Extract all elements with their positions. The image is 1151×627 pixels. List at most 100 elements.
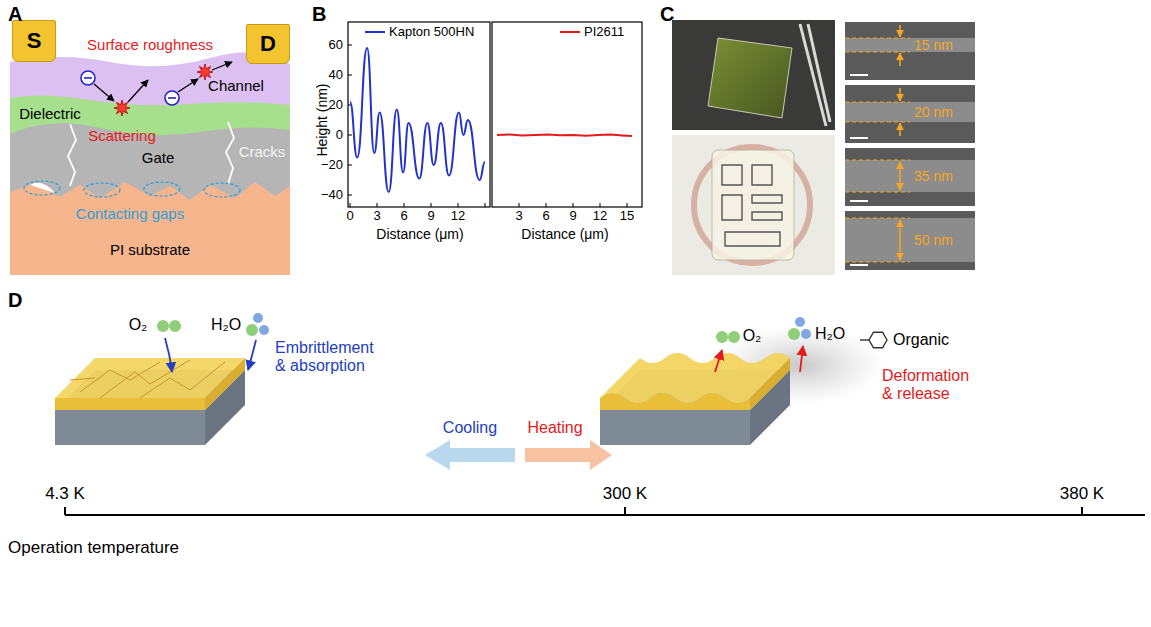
- legend-entry: Kapton 500HN: [389, 25, 474, 40]
- annotation-label-holder: Cracks: [239, 143, 286, 160]
- temperature-axis: [65, 507, 1145, 515]
- axis-tick-holder: 6: [400, 209, 407, 224]
- dielectric-layer: Dielectric: [19, 105, 81, 122]
- node-text: S: [27, 28, 42, 53]
- axis-tick-holder: 0: [336, 128, 343, 143]
- source-electrode: S: [12, 20, 56, 62]
- axis-tick-holder: 20: [329, 98, 343, 113]
- node-text: D: [260, 31, 276, 56]
- heated-film-block: [600, 317, 887, 445]
- axis-title: Distance (μm): [521, 226, 608, 242]
- axis-tick: 12: [451, 209, 465, 224]
- axis-title-holder: Distance (μm): [376, 226, 463, 242]
- axis-tick: 9: [427, 209, 434, 224]
- annotation-label: Cracks: [239, 143, 286, 160]
- axis-tick: −40: [321, 188, 343, 203]
- molecule-label-holder: H₂O: [211, 316, 241, 334]
- molecule-label-holder: O₂: [129, 316, 148, 334]
- axis-tick-holder: 9: [427, 209, 434, 224]
- temperature-label: 4.3 K: [45, 484, 85, 504]
- panel-letter-holder: C: [660, 3, 674, 26]
- height-profile-chart: [348, 22, 642, 207]
- thickness-label-holder: 15 nm: [914, 37, 953, 53]
- panel-letter: A: [8, 3, 22, 26]
- axis-tick: 60: [329, 38, 343, 53]
- process-label-holder: Heating: [527, 419, 582, 437]
- annotation-label-holder: Surface roughness: [87, 36, 213, 53]
- axis-tick: 20: [329, 98, 343, 113]
- axis-tick: 0: [336, 128, 343, 143]
- substrate-layer: PI substrate: [110, 241, 190, 258]
- node-text: PI substrate: [110, 241, 190, 258]
- thickness-label-holder: 35 nm: [914, 168, 953, 184]
- axis-tick-holder: 40: [329, 68, 343, 83]
- cooled-film-block: [55, 313, 269, 445]
- axis-title: Height (nm): [314, 83, 330, 156]
- temperature-label-holder: 380 K: [1060, 484, 1104, 504]
- axis-tick: 0: [346, 209, 353, 224]
- molecule-label: H₂O: [815, 325, 845, 343]
- thickness-label: 15 nm: [914, 37, 953, 53]
- axis-title-holder: Operation temperature: [8, 538, 179, 558]
- tem-cross-sections: [845, 22, 975, 270]
- axis-tick-holder: −40: [321, 188, 343, 203]
- axis-tick-holder: 0: [346, 209, 353, 224]
- process-label: Cooling: [443, 419, 497, 437]
- process-label: Deformation & release: [882, 367, 980, 404]
- temperature-label-holder: 300 K: [603, 484, 647, 504]
- panel-letter: D: [8, 289, 22, 312]
- process-label-holder: Embrittlement & absorption: [275, 339, 385, 376]
- axis-tick-holder: 12: [451, 209, 465, 224]
- axis-tick-holder: 6: [542, 209, 549, 224]
- node-text: Gate: [142, 149, 175, 166]
- axis-title-holder: Height (nm): [314, 83, 330, 156]
- panel-letter: C: [660, 3, 674, 26]
- process-label: Embrittlement & absorption: [275, 339, 385, 376]
- annotation-label: Scattering: [88, 127, 156, 144]
- axis-tick: 3: [373, 209, 380, 224]
- axis-tick: 9: [569, 209, 576, 224]
- process-label: Heating: [527, 419, 582, 437]
- node-text: Channel: [208, 77, 264, 94]
- thickness-label: 50 nm: [914, 232, 953, 248]
- axis-tick: 6: [400, 209, 407, 224]
- axis-tick-holder: 15: [620, 209, 634, 224]
- axis-tick-holder: 9: [569, 209, 576, 224]
- axis-tick: −20: [321, 158, 343, 173]
- axis-tick: 6: [542, 209, 549, 224]
- legend-text: Kapton 500HN: [389, 25, 474, 40]
- molecule-label-holder: Organic: [893, 331, 949, 349]
- annotation-label: Surface roughness: [87, 36, 213, 53]
- axis-tick-holder: 3: [373, 209, 380, 224]
- temperature-label: 380 K: [1060, 484, 1104, 504]
- molecule-label-holder: H₂O: [815, 325, 845, 343]
- temperature-arrows: [425, 440, 612, 470]
- molecule-label-holder: O₂: [743, 327, 762, 345]
- axis-tick: 3: [515, 209, 522, 224]
- panel-letter-holder: D: [8, 289, 22, 312]
- legend-entry: PI2611: [584, 25, 624, 40]
- device-cross-section: [10, 52, 290, 275]
- axis-tick: 15: [620, 209, 634, 224]
- panel-letter-holder: B: [312, 3, 326, 26]
- panel-letter: B: [312, 3, 326, 26]
- gate-layer: Gate: [142, 149, 175, 166]
- process-label-holder: Deformation & release: [882, 367, 980, 404]
- axis-tick: 40: [329, 68, 343, 83]
- axis-title: Operation temperature: [8, 538, 179, 558]
- axis-tick-holder: 12: [593, 209, 607, 224]
- channel-layer: Channel: [208, 77, 264, 94]
- molecule-label: Organic: [893, 331, 949, 349]
- panel-letter-holder: A: [8, 3, 22, 26]
- node-text: Dielectric: [19, 105, 81, 122]
- annotation-label-holder: Scattering: [88, 127, 156, 144]
- axis-tick-holder: 3: [515, 209, 522, 224]
- thickness-label-holder: 20 nm: [914, 104, 953, 120]
- legend-text: PI2611: [584, 25, 624, 40]
- molecule-label: O₂: [129, 316, 148, 334]
- thickness-label: 20 nm: [914, 104, 953, 120]
- thickness-label: 35 nm: [914, 168, 953, 184]
- temperature-label: 300 K: [603, 484, 647, 504]
